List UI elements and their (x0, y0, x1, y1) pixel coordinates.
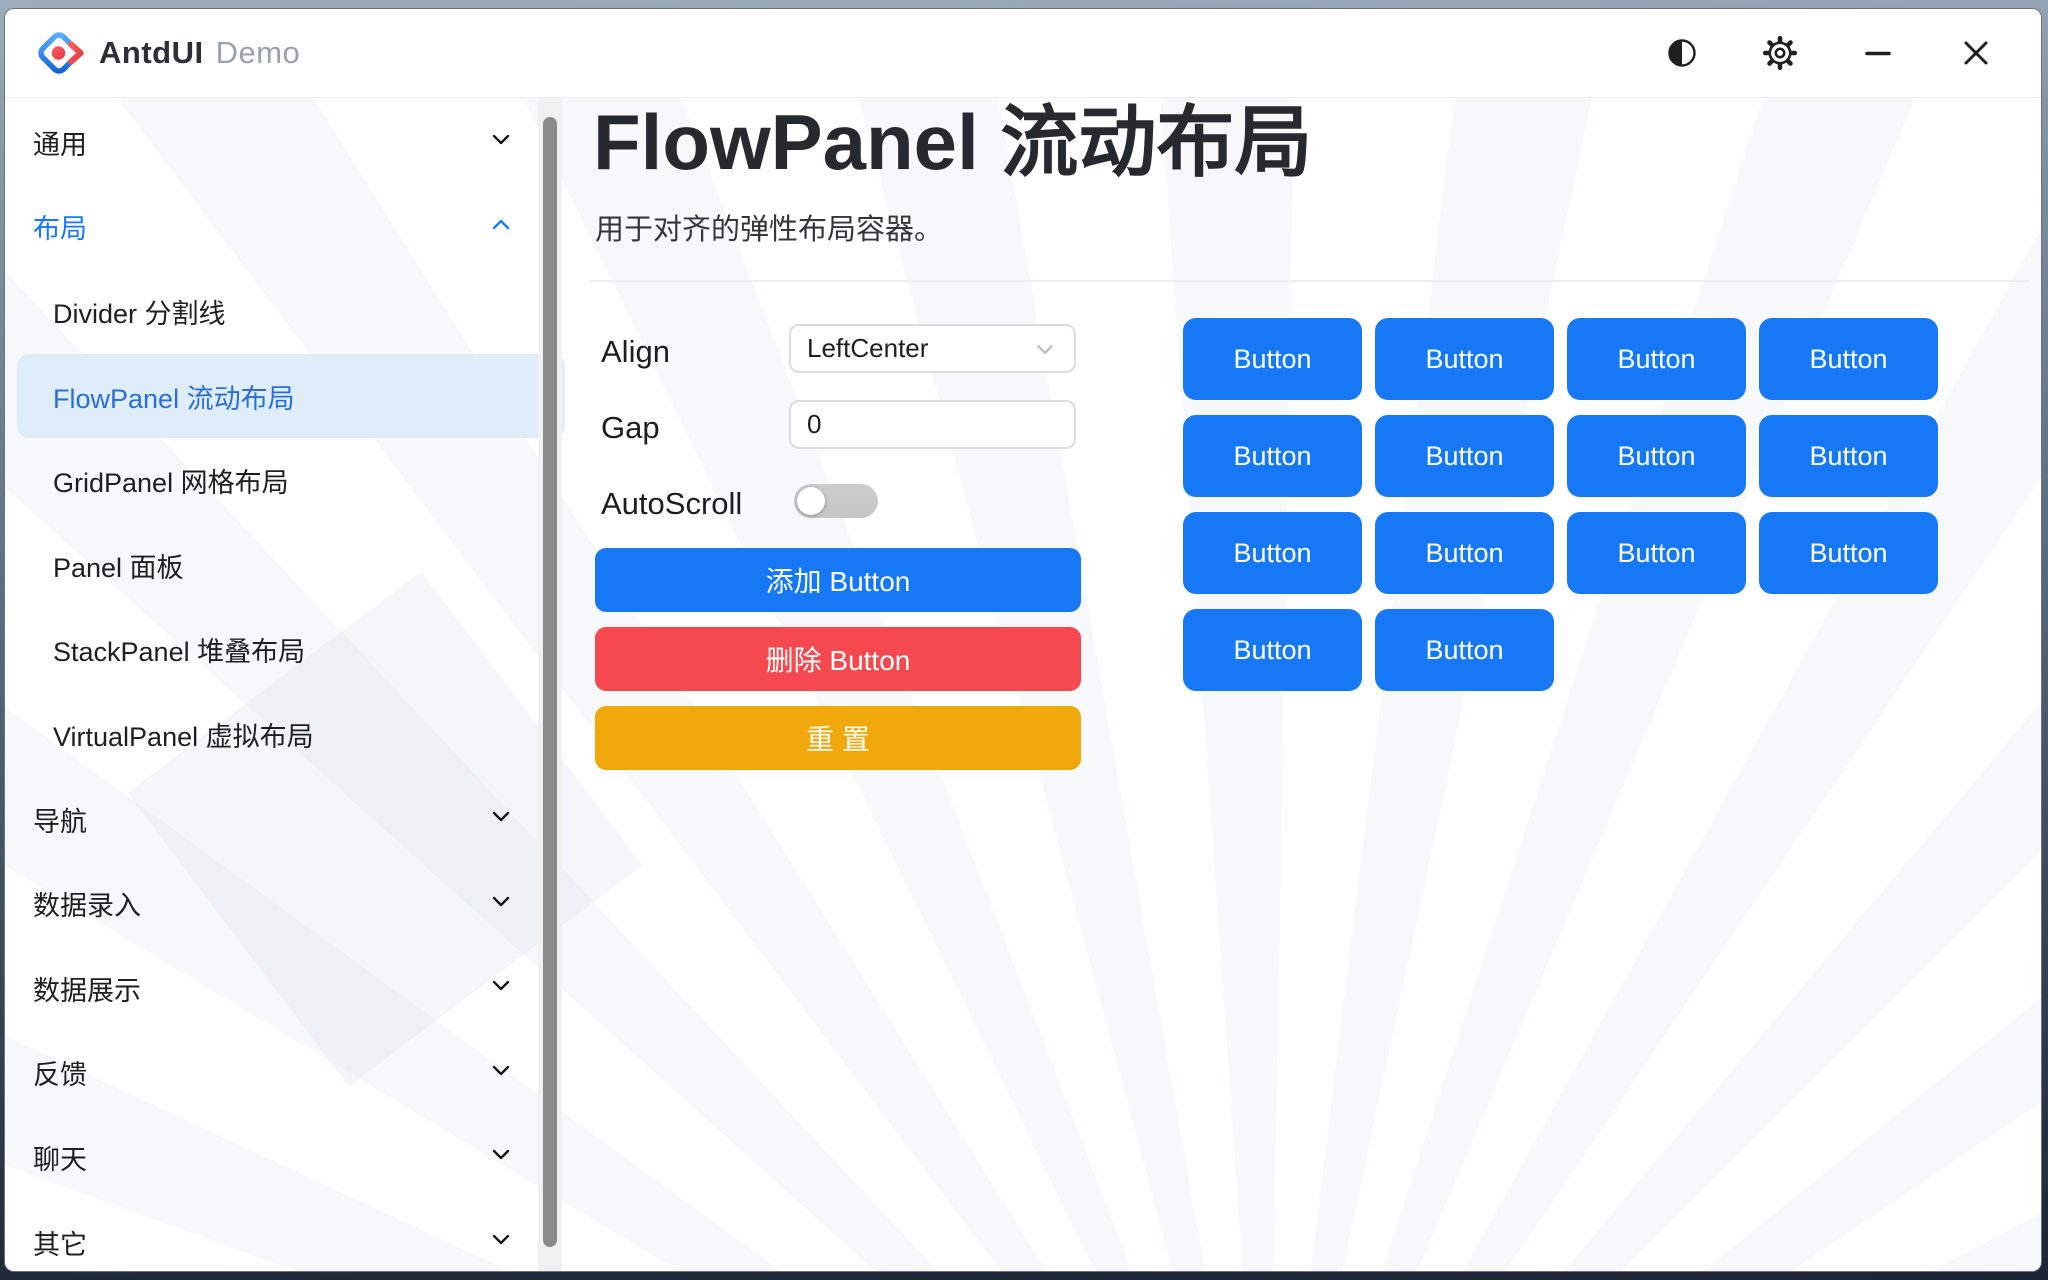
sidebar: 通用布局 Divider 分割线 FlowPanel 流动布局 GridPanel 网… (5, 98, 565, 1271)
chevron-down-icon (487, 803, 515, 836)
minimize-icon (1865, 51, 1891, 56)
page-title: FlowPanel 流动布局 (593, 98, 1313, 186)
sidebar-item-label: GridPanel 网格布局 (53, 468, 289, 499)
sidebar-item[interactable]: 通用 (17, 100, 565, 185)
sidebar-item[interactable]: 其它 (17, 1200, 565, 1271)
page-subtitle: 用于对齐的弹性布局容器。 (595, 214, 944, 246)
demo-button[interactable]: Button (1183, 609, 1362, 691)
settings-button[interactable] (1749, 25, 1811, 81)
app-title-suffix: Demo (215, 35, 301, 70)
minimize-button[interactable] (1847, 25, 1909, 81)
autoscroll-label: AutoScroll (601, 486, 743, 521)
demo-button[interactable]: Button (1183, 512, 1362, 594)
sidebar-item[interactable]: Divider 分割线 (17, 269, 565, 354)
align-select[interactable]: LeftCenter (789, 324, 1076, 373)
sidebar-item-label: 数据录入 (33, 891, 141, 922)
chevron-down-icon (487, 1226, 515, 1259)
sidebar-item-label: Divider 分割线 (53, 298, 226, 329)
sidebar-item-label: 反馈 (33, 1060, 87, 1091)
chevron-down-icon (1037, 344, 1053, 354)
demo-button[interactable]: Button (1759, 415, 1938, 497)
add-button[interactable]: 添加 Button (595, 548, 1081, 612)
sidebar-item[interactable]: 数据展示 (17, 946, 565, 1031)
sidebar-item-label: VirtualPanel 虚拟布局 (53, 721, 314, 752)
demo-button[interactable]: Button (1375, 609, 1554, 691)
chevron-down-icon (487, 1141, 515, 1174)
demo-button[interactable]: Button (1183, 318, 1362, 400)
chevron-down-icon (487, 126, 515, 159)
demo-button[interactable]: Button (1375, 512, 1554, 594)
main-content: FlowPanel 流动布局 用于对齐的弹性布局容器。 Align LeftCe… (565, 98, 2041, 1271)
sidebar-item-label: 通用 (33, 129, 87, 160)
half-circle-icon (1668, 39, 1696, 67)
sidebar-nav: 通用布局 Divider 分割线 FlowPanel 流动布局 GridPanel 网… (5, 100, 565, 1271)
demo-button[interactable]: Button (1567, 512, 1746, 594)
sidebar-item-label: FlowPanel 流动布局 (53, 383, 295, 414)
sidebar-item[interactable]: Panel 面板 (17, 523, 565, 608)
align-label: Align (601, 334, 670, 369)
app-body: 通用布局 Divider 分割线 FlowPanel 流动布局 GridPanel 网… (5, 98, 2041, 1271)
sidebar-scrollbar[interactable] (538, 98, 562, 1271)
demo-button[interactable]: Button (1567, 415, 1746, 497)
gap-input[interactable] (807, 409, 1058, 440)
autoscroll-toggle[interactable] (794, 484, 878, 518)
app-title-brand: AntdUI (99, 35, 204, 70)
app-window: AntdUI Demo (4, 8, 2042, 1272)
autoscroll-toggle-knob (797, 487, 825, 515)
sidebar-item[interactable]: 反馈 (17, 1031, 565, 1116)
gap-field (789, 400, 1076, 449)
sidebar-item[interactable]: StackPanel 堆叠布局 (17, 608, 565, 693)
theme-toggle-button[interactable] (1651, 25, 1713, 81)
chevron-down-icon (487, 1056, 515, 1089)
sidebar-item-label: 其它 (33, 1229, 87, 1260)
antdui-logo-icon (38, 32, 85, 74)
chevron-down-icon (487, 887, 515, 920)
demo-button[interactable]: Button (1375, 415, 1554, 497)
demo-button[interactable]: Button (1375, 318, 1554, 400)
remove-button[interactable]: 删除 Button (595, 627, 1081, 691)
chevron-up-icon (487, 210, 515, 243)
sidebar-item-label: 数据展示 (33, 975, 141, 1006)
demo-button[interactable]: Button (1759, 318, 1938, 400)
reset-button[interactable]: 重 置 (595, 706, 1081, 770)
chevron-down-icon (487, 972, 515, 1005)
sidebar-item[interactable]: GridPanel 网格布局 (17, 438, 565, 523)
sidebar-scrollbar-thumb[interactable] (543, 117, 557, 1247)
sidebar-item-label: 布局 (33, 214, 87, 245)
sidebar-item-label: 聊天 (33, 1144, 87, 1175)
sidebar-item-label: Panel 面板 (53, 552, 184, 583)
sidebar-item-label: 导航 (33, 806, 87, 837)
demo-button[interactable]: Button (1759, 512, 1938, 594)
close-button[interactable] (1945, 25, 2007, 81)
titlebar-actions (1651, 25, 2007, 81)
sidebar-item[interactable]: 导航 (17, 777, 565, 862)
sidebar-item[interactable]: 布局 (17, 185, 565, 270)
sidebar-item[interactable]: 数据录入 (17, 861, 565, 946)
sidebar-item[interactable]: 聊天 (17, 1115, 565, 1200)
header-divider (589, 280, 2029, 282)
sidebar-item[interactable]: FlowPanel 流动布局 (17, 353, 565, 439)
demo-button[interactable]: Button (1567, 318, 1746, 400)
close-icon (1964, 41, 1988, 65)
app-title: AntdUI Demo (99, 35, 300, 71)
demo-button[interactable]: Button (1183, 415, 1362, 497)
titlebar: AntdUI Demo (5, 9, 2041, 98)
sidebar-item[interactable]: VirtualPanel 虚拟布局 (17, 692, 565, 777)
align-select-value: LeftCenter (807, 333, 929, 363)
sidebar-item-label: StackPanel 堆叠布局 (53, 637, 306, 668)
gap-label: Gap (601, 410, 660, 445)
gear-icon (1762, 35, 1798, 71)
